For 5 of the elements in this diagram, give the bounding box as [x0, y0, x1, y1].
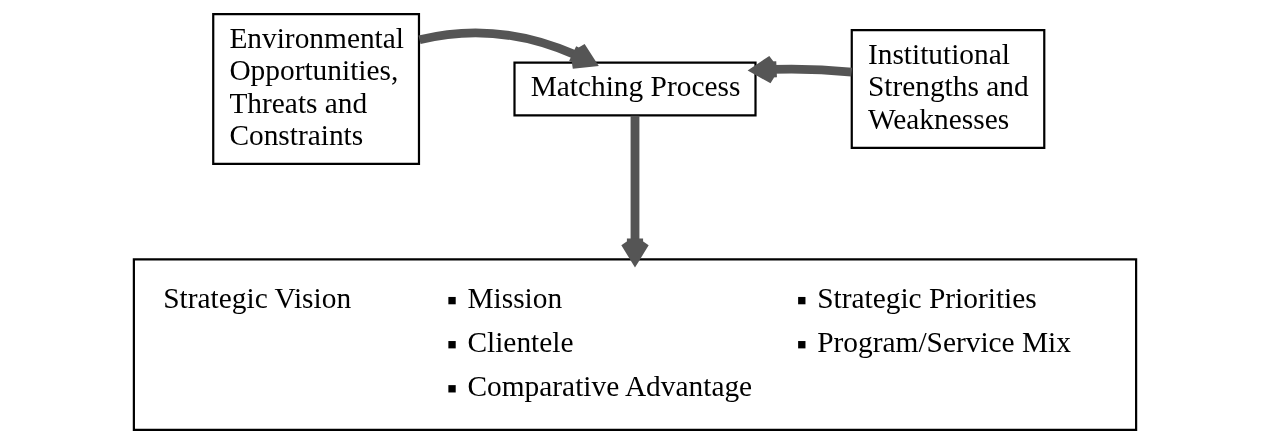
node-box: Strategic Vision Mission Strategic Priorities Clientele Program/Service Mix Comparative Advantage — [132, 258, 1138, 432]
node-box: Environmental Opportunities, Threats and Constraints — [212, 12, 421, 166]
node-box: Matching Process — [513, 61, 757, 117]
node-box: Institutional Strengths and Weaknesses — [850, 29, 1046, 149]
arrow — [418, 28, 596, 69]
